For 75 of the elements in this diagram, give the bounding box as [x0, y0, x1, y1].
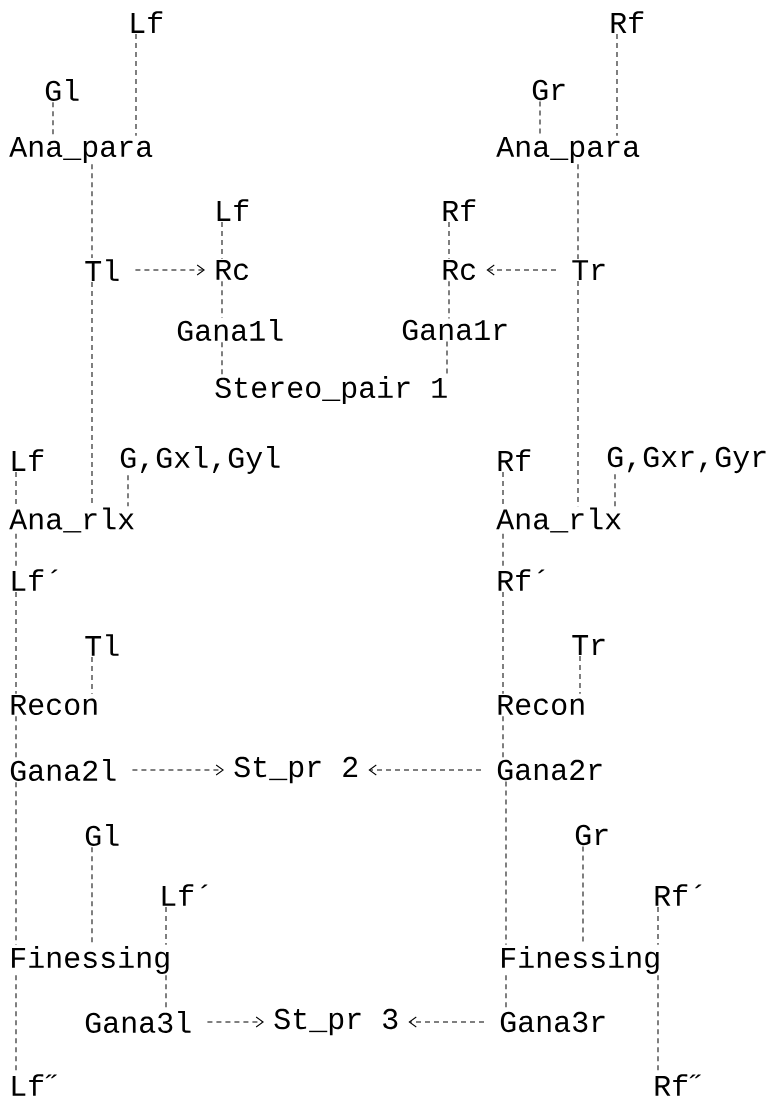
dashed-line — [505, 780, 507, 946]
arrow — [368, 764, 482, 776]
term-label: Gana2r — [497, 759, 602, 781]
dashed-line — [577, 280, 579, 507]
term-label: Lf´ — [12, 569, 58, 591]
term-label: Ana_para — [496, 137, 640, 163]
term-label: Gana3r — [500, 1011, 605, 1033]
dashed-line — [15, 471, 17, 507]
dashed-line — [502, 715, 504, 760]
dashed-line — [91, 163, 93, 259]
term-label: Ana_rlx — [9, 507, 134, 533]
term-label: Gl — [45, 79, 79, 102]
dashed-line — [502, 471, 504, 507]
term-label: Finessing — [502, 946, 659, 974]
term-label: Tr — [572, 635, 605, 655]
dashed-line — [221, 341, 223, 376]
dashed-line — [15, 591, 17, 695]
dashed-line — [446, 340, 448, 376]
dashed-line — [448, 221, 450, 260]
arrow — [408, 1016, 485, 1028]
term-label: Rf — [611, 11, 644, 33]
dashed-line — [657, 906, 659, 946]
term-label: Recon — [498, 695, 584, 716]
dashed-line — [579, 655, 581, 695]
term-label: Tr — [572, 260, 605, 280]
dashed-line — [165, 906, 167, 946]
term-label: Lf — [131, 11, 163, 33]
term-label: Ana_rlx — [496, 507, 621, 533]
term-label: Tl — [85, 634, 119, 656]
term-label: Tl — [85, 259, 119, 281]
term-label: Gl — [85, 824, 119, 847]
term-label: G,Gxr,Gyr — [607, 446, 766, 474]
dashed-line — [448, 280, 450, 320]
term-label: St_pr 2 — [234, 756, 358, 784]
term-label: Rf — [498, 449, 531, 471]
dashed-line — [52, 101, 54, 137]
term-label: Lf — [12, 449, 44, 471]
term-label: Rf´ — [498, 569, 545, 591]
arrow — [131, 764, 224, 776]
dashed-line — [127, 474, 129, 507]
term-label: Recon — [11, 695, 97, 716]
dashed-line — [15, 781, 17, 946]
term-label: Gana1r — [402, 319, 507, 341]
term-label: Rf˝ — [655, 1074, 701, 1096]
dashed-line — [221, 280, 223, 319]
dashed-line — [15, 715, 17, 759]
term-label: Gana2l — [10, 759, 116, 782]
arrow — [486, 264, 557, 276]
dashed-line — [577, 163, 579, 260]
dashed-line — [502, 591, 504, 695]
term-label: Rc — [443, 260, 475, 281]
term-label: Lf´ — [162, 884, 208, 906]
term-label: Rf — [443, 199, 476, 221]
arrow — [134, 264, 205, 276]
dashed-line — [91, 656, 93, 695]
dashed-line — [614, 473, 616, 507]
dashed-line — [135, 33, 137, 137]
term-label: Ana_para — [9, 137, 153, 163]
term-label: Lf˝ — [12, 1074, 57, 1096]
term-label: Finessing — [12, 946, 169, 974]
dashed-line — [616, 33, 618, 137]
term-label: Rc — [216, 260, 248, 281]
term-label: Stereo_pair 1 — [215, 376, 447, 404]
arrow — [206, 1016, 264, 1028]
dashed-line — [15, 533, 17, 569]
term-label: St_pr 3 — [274, 1008, 398, 1036]
term-label: Gr — [575, 824, 608, 846]
term-label: Gana1l — [177, 319, 283, 342]
term-label: G,Gxl,Gyl — [120, 446, 280, 474]
term-label: Gana3l — [85, 1011, 191, 1034]
term-label: Gr — [532, 79, 565, 101]
dashed-line — [221, 221, 223, 260]
term-label: Lf — [217, 199, 249, 221]
term-label: Rf´ — [655, 884, 702, 906]
dashed-line — [502, 533, 504, 569]
